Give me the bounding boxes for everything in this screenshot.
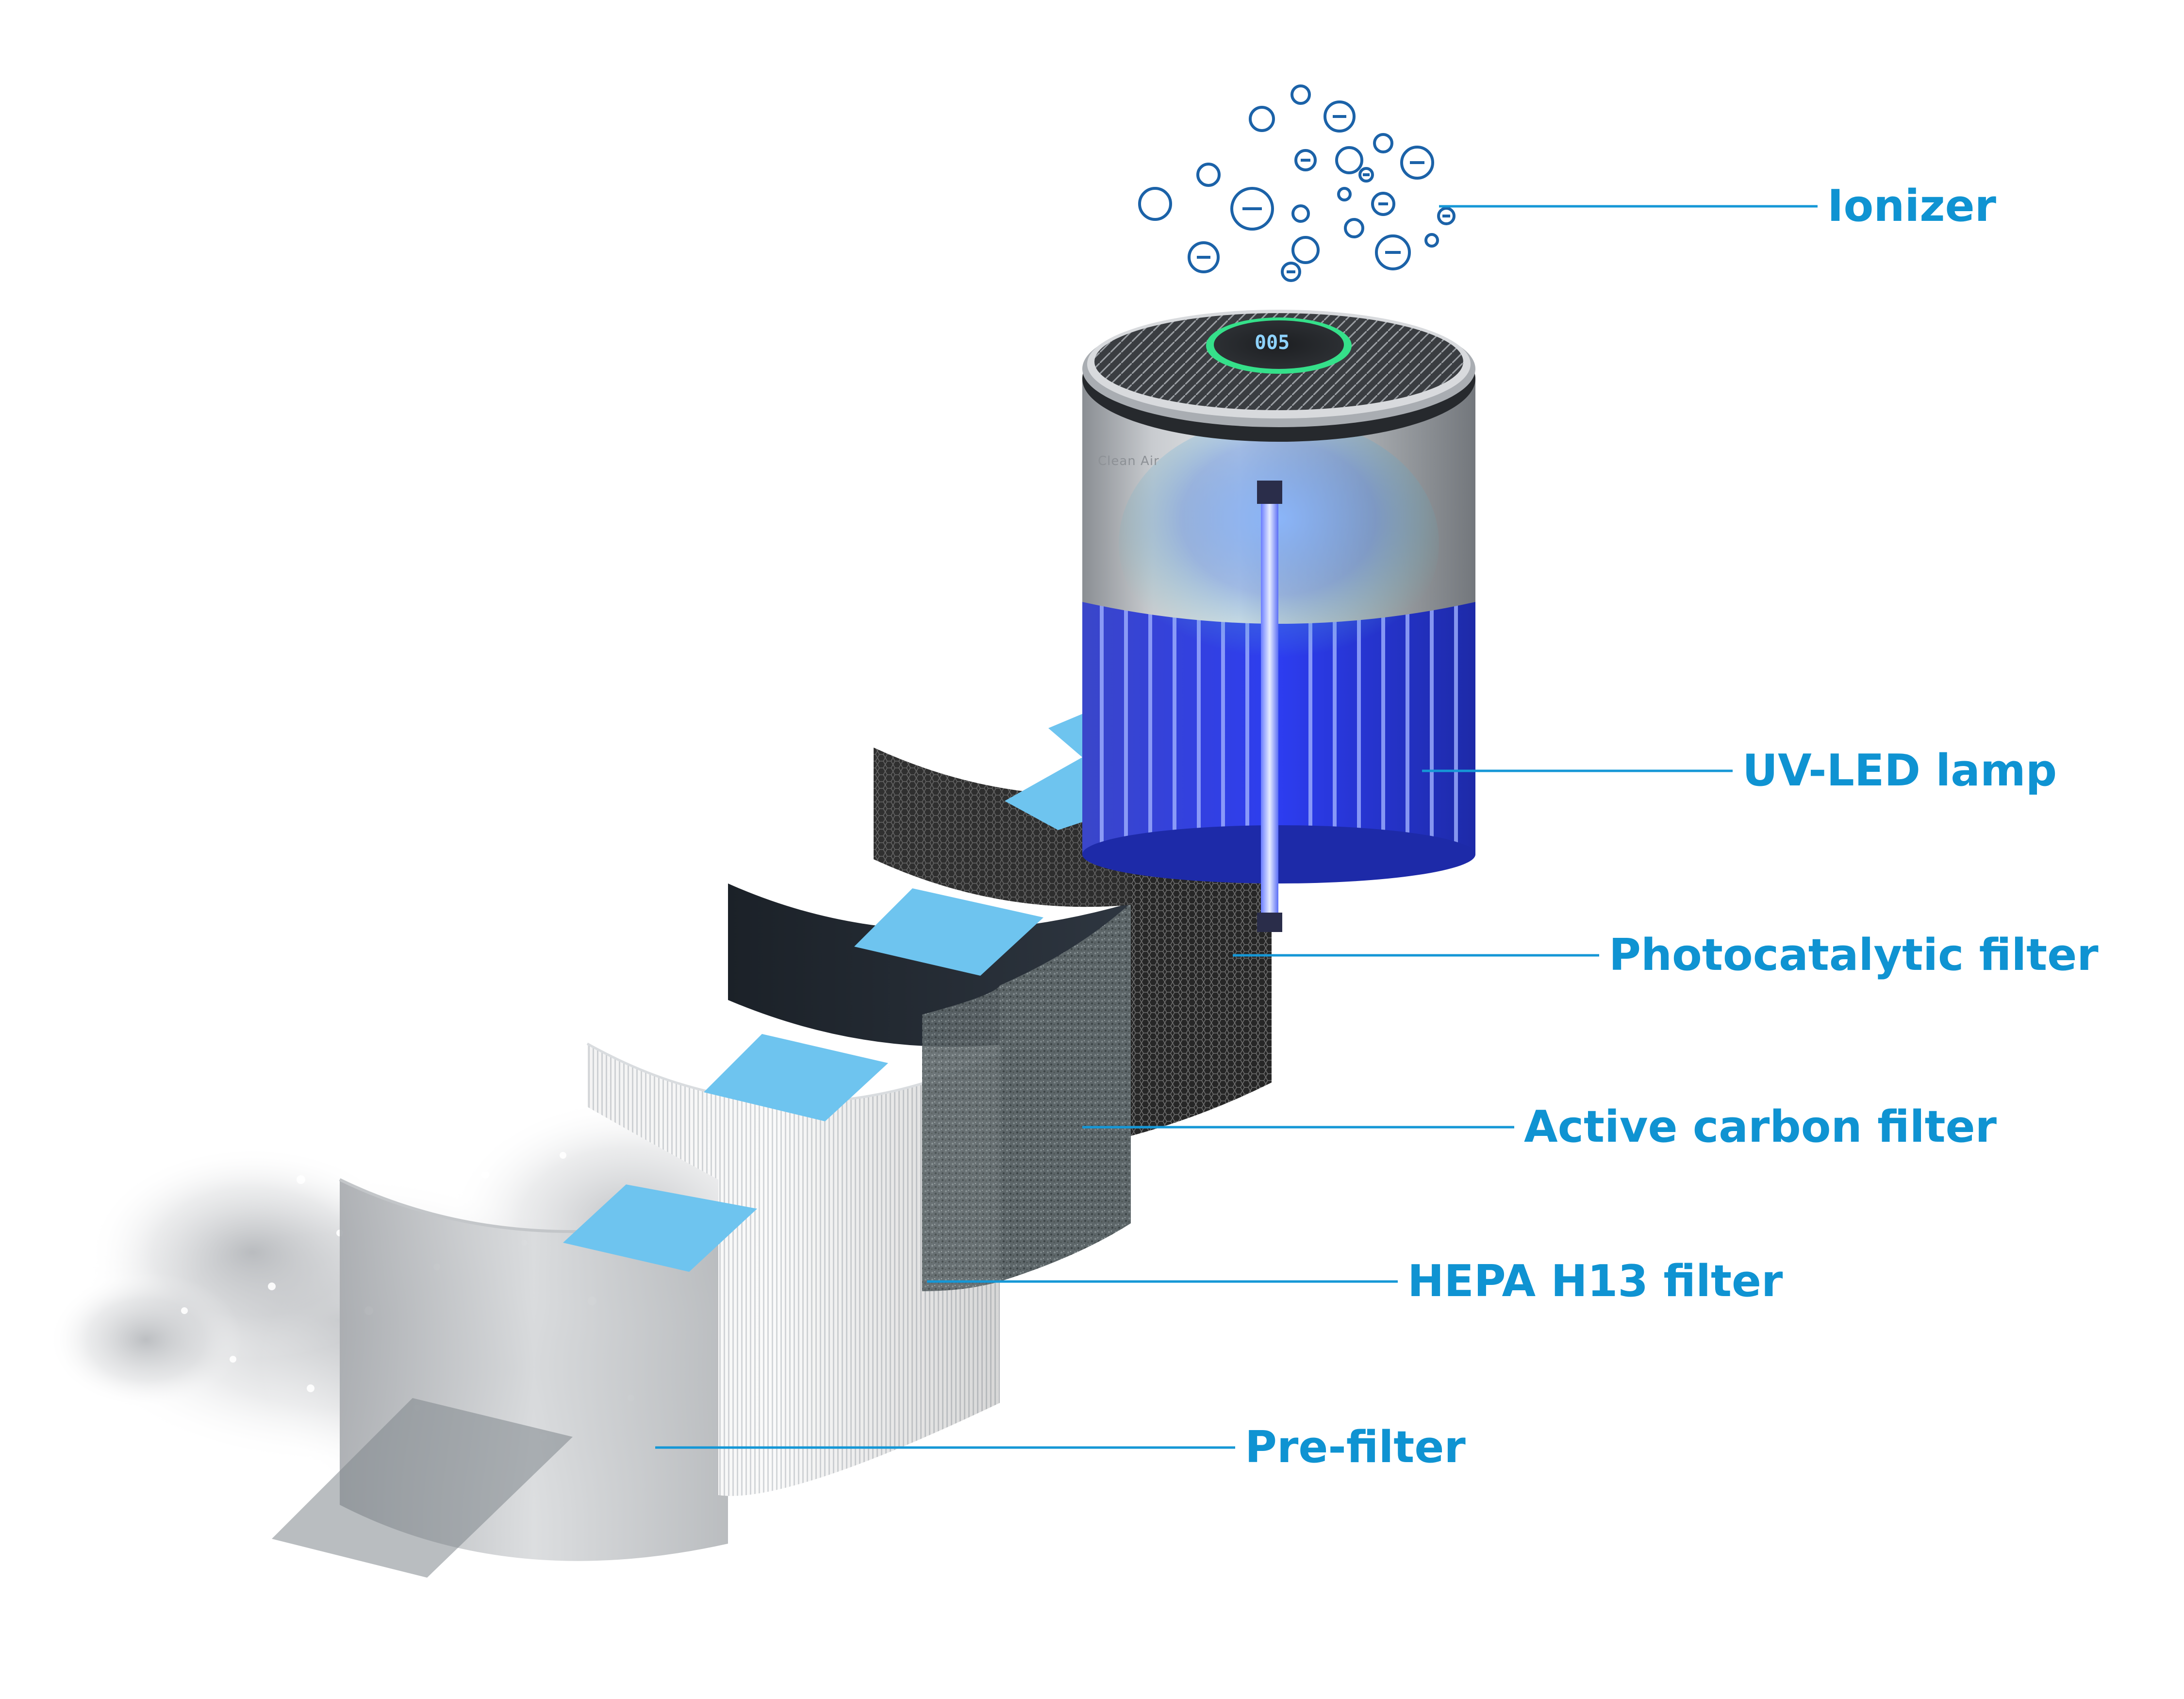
label-active-carbon-filter: Active carbon filter bbox=[1524, 1101, 1997, 1152]
air-purifier-device bbox=[1082, 310, 1475, 932]
active-carbon-filter-layer bbox=[728, 883, 1131, 1291]
leader-lines bbox=[655, 205, 1818, 1449]
hepa-filter-layer bbox=[586, 1042, 1001, 1496]
label-pre-filter: Pre-filter bbox=[1245, 1422, 1466, 1473]
display-reading: 005 bbox=[1255, 332, 1290, 354]
label-uv-led-lamp: UV-LED lamp bbox=[1742, 745, 2057, 796]
label-photocatalytic-filter: Photocatalytic filter bbox=[1609, 930, 2099, 981]
label-ionizer: Ionizer bbox=[1827, 181, 1997, 232]
brand-logo-text: Clean Air bbox=[1098, 454, 1159, 468]
label-hepa-h13-filter: HEPA H13 filter bbox=[1407, 1256, 1783, 1307]
ion-particles-icon bbox=[1138, 84, 1456, 282]
